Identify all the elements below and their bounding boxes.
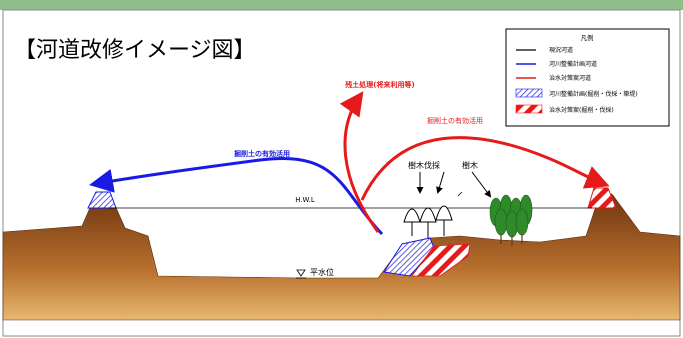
tree-felling-label: 樹木伐採 bbox=[408, 160, 440, 170]
low-water-marker-icon bbox=[296, 269, 306, 277]
remaining-trees bbox=[489, 194, 533, 246]
excavated-soil-blue-label: 掘削土の有効活用 bbox=[234, 149, 290, 158]
felled-tree-icon bbox=[403, 208, 421, 223]
trees-pointer bbox=[471, 171, 492, 198]
legend-item-plan: 河川整備計画河道 bbox=[549, 60, 597, 68]
legend-swatch-plan bbox=[515, 88, 543, 98]
trees-label: 樹木 bbox=[462, 160, 478, 170]
legend-swatch-flood bbox=[515, 104, 543, 114]
low-water-label: 平水位 bbox=[310, 267, 334, 277]
felled-tree-icon bbox=[435, 205, 453, 221]
diagram-frame bbox=[2, 9, 681, 337]
legend-item-flood: 治水対策案河道 bbox=[549, 74, 591, 82]
legend-heading: 凡例 bbox=[581, 33, 594, 42]
legend-item-current: 現況河道 bbox=[549, 46, 573, 54]
left-levee-raise bbox=[87, 191, 117, 209]
legend-item-plan-swatch: 河川整備計画(掘削・伐採・築堤) bbox=[549, 90, 638, 98]
surplus-soil-arrow bbox=[339, 91, 380, 233]
plan-excavation-area bbox=[383, 237, 435, 277]
flood-soil-arrow bbox=[360, 136, 610, 201]
plan-soil-arrow bbox=[89, 157, 384, 236]
excavated-soil-red-label: 掘削土の有効活用 bbox=[427, 116, 483, 125]
legend: 凡例 現況河道 河川整備計画河道 治水対策案河道 河川整備計画(掘削・伐採・築堤… bbox=[505, 28, 670, 127]
diagram-title: 【河道改修イメージ図】 bbox=[14, 38, 256, 63]
tick-mark bbox=[457, 191, 463, 197]
tree-felling-pointer bbox=[436, 171, 445, 194]
felled-trees bbox=[403, 205, 453, 238]
tree-icon bbox=[494, 208, 508, 236]
top-strip bbox=[0, 0, 683, 10]
felled-tree-icon bbox=[419, 207, 437, 223]
flood-excavation-area bbox=[411, 243, 471, 277]
ground-cross-section bbox=[2, 193, 681, 321]
right-levee-raise bbox=[587, 187, 617, 209]
legend-item-flood-swatch: 治水対策案(掘削・伐採) bbox=[549, 106, 614, 114]
hwl-label: H.W.L bbox=[295, 196, 315, 204]
surplus-soil-label: 残土処理(将来利用等) bbox=[345, 80, 414, 89]
tree-icon bbox=[515, 208, 529, 236]
